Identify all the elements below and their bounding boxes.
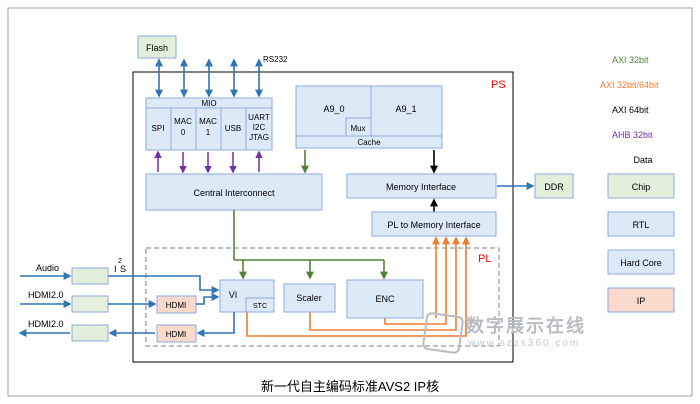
legend-hardcore: Hard Core [620, 258, 662, 268]
vi-block: VI STC [219, 279, 275, 313]
jtag-label: JTAG [249, 133, 269, 142]
ddr-label: DDR [544, 182, 564, 192]
memory-interface-box [346, 173, 497, 199]
hdmi-in-label: HDMI2.0 [28, 290, 64, 300]
enc-box [346, 279, 424, 319]
a9-1-label: A9_1 [395, 104, 416, 114]
phy-boxes [71, 267, 109, 342]
legend-rtl-swatch [607, 211, 675, 237]
watermark-title: 数字展示在线 [466, 316, 586, 336]
spi-label: SPI [152, 124, 165, 133]
vi-label: VI [229, 290, 238, 300]
enc-label: ENC [375, 294, 395, 304]
a9-0-label: A9_0 [323, 104, 344, 114]
ddr-box [534, 173, 574, 199]
central-to-pl-bus [233, 210, 388, 280]
pl-label: PL [478, 253, 491, 265]
usb-label: USB [225, 124, 241, 133]
legend-ip-swatch [607, 287, 675, 313]
ps-boundary [132, 71, 514, 363]
figure-caption: 新一代自主编码标准AVS2 IP核 [260, 379, 440, 394]
io-data-lines [18, 272, 235, 337]
outer-frame [7, 7, 693, 397]
legend-hardcore-swatch [607, 249, 675, 275]
pl-to-memory-label: PL to Memory Interface [387, 220, 480, 230]
flash-box [137, 35, 177, 59]
site-watermark: 数字展示在线 www.szzs360.com [421, 311, 586, 356]
mux-label: Mux [350, 124, 365, 133]
mac0-label-line2: 0 [181, 128, 186, 137]
pl-to-memory-box [371, 211, 497, 237]
legend: AXI 32bit AXI 32bit/64bit AXI 64bit AHB … [600, 55, 675, 313]
hdmi-out-label: HDMI2.0 [28, 319, 64, 329]
i2s-label-i: I [114, 264, 117, 274]
scaler-box [283, 283, 336, 313]
i2s-label-superscript: 2 [118, 258, 122, 265]
central-interconnect-box [145, 173, 323, 211]
axi-3264-bus [246, 236, 470, 337]
legend-ip: IP [637, 296, 646, 306]
hdmi-ip-2-label: HDMI [166, 330, 186, 339]
watermark-logo-icon [421, 311, 465, 355]
legend-chip-swatch [607, 173, 675, 199]
hdmi-ip-boxes [156, 295, 197, 343]
ps-label: PS [491, 79, 506, 91]
mac1-label-line1: MAC [199, 117, 217, 126]
legend-axi32: AXI 32bit [612, 55, 649, 65]
flash-label: Flash [146, 43, 168, 53]
scaler-label: Scaler [296, 293, 322, 303]
central-interconnect-label: Central Interconnect [193, 188, 275, 198]
pl-boundary [145, 247, 500, 347]
cpu-cluster: A9_0 A9_1 Mux Cache [295, 85, 443, 149]
mio-external-arrows [155, 58, 263, 98]
ahb-arrows [154, 150, 263, 174]
i2s-label-s: S [120, 264, 126, 274]
legend-data: Data [633, 155, 652, 165]
legend-axi64: AXI 64bit [612, 105, 649, 115]
legend-rtl: RTL [633, 220, 650, 230]
legend-chip: Chip [632, 182, 651, 192]
watermark-url: www.szzs360.com [468, 338, 581, 349]
rs232-label: RS232 [263, 55, 288, 64]
mio-block: MIO SPI MAC 0 MAC 1 USB UART I2C JTAG [145, 97, 273, 151]
mio-label: MIO [201, 99, 216, 108]
legend-ahb32: AHB 32bit [612, 130, 653, 140]
mac0-label-line1: MAC [174, 117, 192, 126]
mac1-label-line2: 1 [206, 128, 211, 137]
hdmi-ip-1-label: HDMI [166, 301, 186, 310]
stc-label: STC [253, 303, 267, 310]
cache-label: Cache [357, 138, 381, 147]
i2c-label: I2C [253, 123, 266, 132]
uart-label: UART [248, 113, 270, 122]
legend-axi3264: AXI 32bit/64bit [600, 80, 659, 90]
memory-interface-label: Memory Interface [386, 182, 456, 192]
audio-label: Audio [36, 263, 59, 273]
